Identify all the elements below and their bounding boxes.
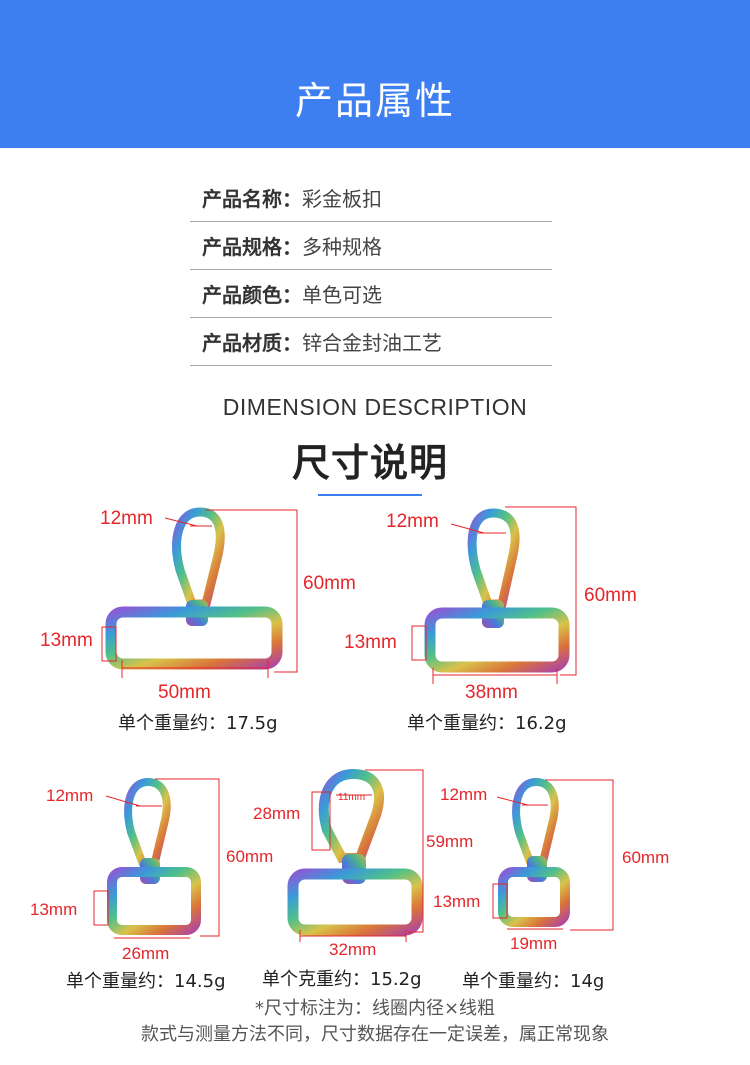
property-value: 锌合金封油工艺 xyxy=(302,331,442,355)
dimension-label: 28mm xyxy=(253,804,300,823)
header-banner: 产品属性 xyxy=(0,0,750,148)
note-line-2: 款式与测量方法不同，尺寸数据存在一定误差，属正常现象 xyxy=(141,1024,609,1045)
dimension-label: 60mm xyxy=(622,848,669,867)
property-row-material: 产品材质： 锌合金封油工艺 xyxy=(190,318,552,366)
weight-label: 单个重量约：14.5g xyxy=(66,971,226,992)
dimension-label: 12mm xyxy=(386,511,439,532)
snap-hook-38mm: 12mm 60mm 13mm 38mm xyxy=(344,506,637,703)
property-value: 彩金板扣 xyxy=(302,187,382,211)
property-key: 产品颜色： xyxy=(202,283,302,307)
property-list: 产品名称： 彩金板扣 产品规格： 多种规格 产品颜色： 单色可选 产品材质： 锌… xyxy=(190,174,552,366)
property-key: 产品材质： xyxy=(202,331,302,355)
dimension-label: 32mm xyxy=(329,940,376,959)
snap-hook-50mm: 12mm 60mm 13mm 50mm xyxy=(40,507,356,703)
page-title: 产品属性 xyxy=(294,79,455,123)
weight-label: 单个重量约：14g xyxy=(462,971,605,992)
property-value: 多种规格 xyxy=(302,235,382,259)
dimension-label: 19mm xyxy=(510,934,557,953)
property-value: 单色可选 xyxy=(302,283,382,307)
dimension-label: 26mm xyxy=(122,944,169,963)
dimension-label: 13mm xyxy=(433,892,480,911)
weight-label: 单个克重约：15.2g xyxy=(262,969,422,990)
property-key: 产品规格： xyxy=(202,235,302,259)
dimension-label: 13mm xyxy=(30,900,77,919)
dimension-label: 12mm xyxy=(46,786,93,805)
dimension-label: 13mm xyxy=(40,630,93,651)
note-line-1: *尺寸标注为：线圈内径×线粗 xyxy=(254,998,496,1019)
weight-label: 单个重量约：16.2g xyxy=(407,713,567,734)
dimension-label: 11mm xyxy=(338,792,365,803)
dimension-label: 38mm xyxy=(465,682,518,703)
snap-hook-19mm: 12mm 60mm 13mm 19mm xyxy=(433,777,669,953)
property-row-name: 产品名称： 彩金板扣 xyxy=(190,174,552,222)
dimension-label: 12mm xyxy=(100,508,153,529)
weight-label: 单个重量约：17.5g xyxy=(118,713,278,734)
property-row-spec: 产品规格： 多种规格 xyxy=(190,222,552,270)
dimension-label: 13mm xyxy=(344,632,397,653)
dimension-title-en: DIMENSION DESCRIPTION xyxy=(222,394,528,420)
property-row-color: 产品颜色： 单色可选 xyxy=(190,270,552,318)
dimension-label: 60mm xyxy=(226,847,273,866)
title-underline xyxy=(318,494,422,496)
dimension-label: 50mm xyxy=(158,682,211,703)
dimension-label: 60mm xyxy=(303,573,356,594)
dimension-label: 60mm xyxy=(584,585,637,606)
property-key: 产品名称： xyxy=(202,187,302,211)
snap-hook-26mm: 12mm 60mm 13mm 26mm xyxy=(30,777,273,963)
dimension-label: 12mm xyxy=(440,785,487,804)
dimension-title-cn: 尺寸说明 xyxy=(291,441,448,485)
snap-hook-32mm: 28mm 11mm 59mm 32mm xyxy=(253,768,473,959)
dimension-label: 59mm xyxy=(426,832,473,851)
